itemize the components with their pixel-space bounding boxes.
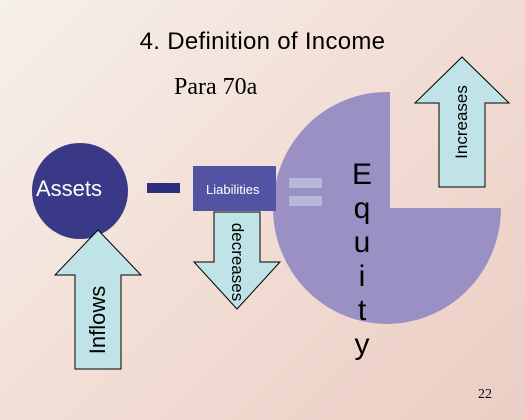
equity-letter: t <box>357 294 367 327</box>
equity-label: E q u i t y <box>340 158 384 362</box>
equity-letter: E <box>351 158 372 191</box>
equity-pie <box>272 91 501 324</box>
liabilities-label: Liabilities <box>206 182 260 197</box>
page-number: 22 <box>478 387 492 402</box>
slide-title: 4. Definition of Income <box>139 28 386 55</box>
increases-label: Increases <box>452 85 471 159</box>
increases-arrow <box>413 56 511 188</box>
inflows-label: Inflows <box>85 285 110 355</box>
equity-letter: q <box>353 192 371 225</box>
slide-subtitle: Para 70a <box>174 74 258 100</box>
inflows-arrow <box>53 229 143 370</box>
decreases-label: decreases <box>228 222 247 302</box>
assets-label: Assets <box>36 176 103 201</box>
equals-sign-top <box>289 178 322 188</box>
equity-letter: i <box>358 260 366 293</box>
decreases-arrow <box>192 211 282 310</box>
minus-sign <box>147 183 180 193</box>
liabilities-box <box>193 166 276 211</box>
equity-letter: u <box>353 226 371 259</box>
equals-sign-bottom <box>289 196 322 206</box>
assets-circle <box>32 143 128 239</box>
equity-letter: y <box>354 328 370 361</box>
